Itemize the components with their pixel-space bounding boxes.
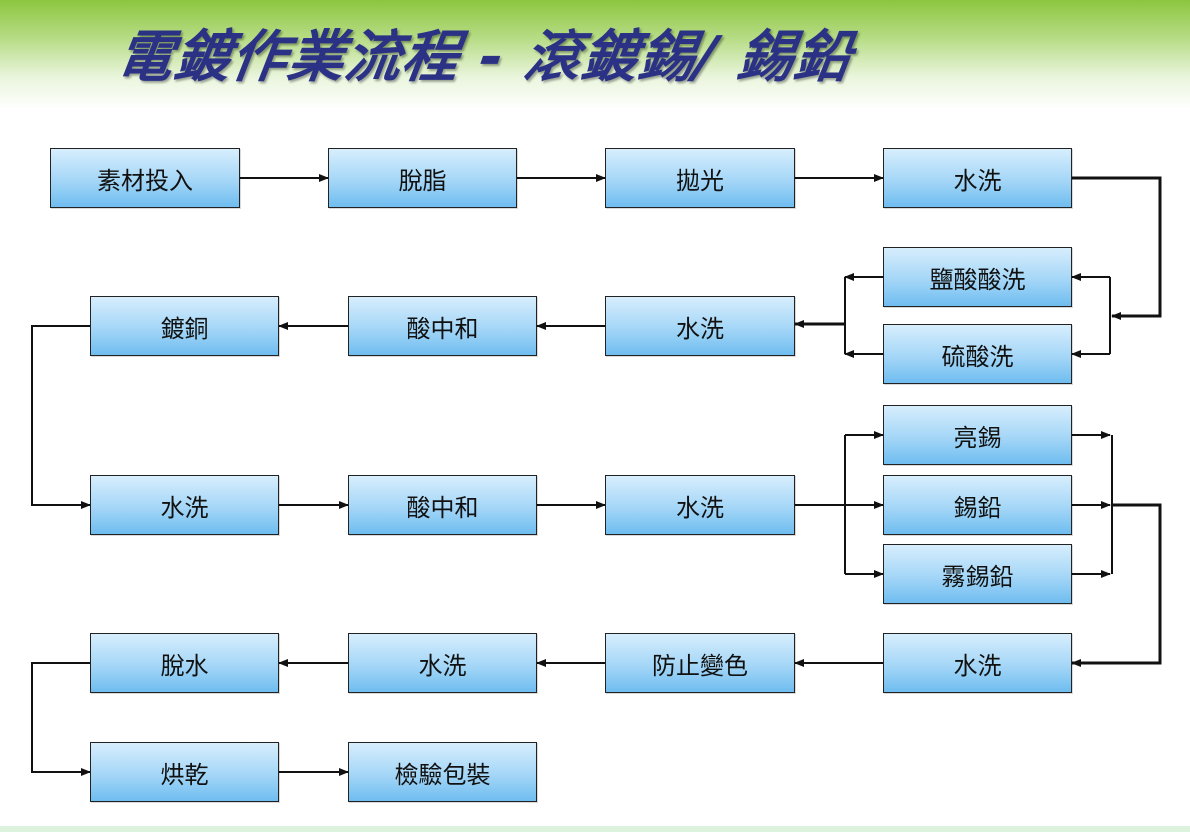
step-box-5: 鹽酸酸洗 bbox=[883, 247, 1072, 307]
step-box-21: 檢驗包裝 bbox=[348, 742, 537, 802]
connector-plating-s16 bbox=[1071, 503, 1162, 667]
step-box-8: 酸中和 bbox=[348, 296, 537, 356]
footer-band bbox=[0, 826, 1190, 832]
step-box-6: 硫酸洗 bbox=[883, 324, 1072, 384]
step-box-13: 亮錫 bbox=[883, 405, 1072, 465]
step-box-10: 水洗 bbox=[90, 475, 279, 535]
step-box-1: 素材投入 bbox=[50, 148, 240, 208]
step-box-12: 水洗 bbox=[605, 475, 795, 535]
step-box-3: 拋光 bbox=[605, 148, 795, 208]
step-box-7: 水洗 bbox=[605, 296, 795, 356]
step-box-18: 水洗 bbox=[348, 633, 537, 693]
step-box-19: 脫水 bbox=[90, 633, 279, 693]
step-box-16: 水洗 bbox=[883, 633, 1072, 693]
connector-s19-s20 bbox=[31, 662, 91, 776]
title-banner bbox=[0, 0, 1190, 110]
step-box-20: 烘乾 bbox=[90, 742, 279, 802]
step-box-4: 水洗 bbox=[883, 148, 1072, 208]
step-box-14: 錫鉛 bbox=[883, 475, 1072, 535]
step-box-17: 防止變色 bbox=[605, 633, 795, 693]
connector-s4-acid bbox=[1072, 176, 1162, 320]
step-box-11: 酸中和 bbox=[348, 475, 537, 535]
step-box-15: 霧錫鉛 bbox=[883, 544, 1072, 604]
connector-s9-s10 bbox=[31, 325, 91, 509]
step-box-2: 脫脂 bbox=[328, 148, 517, 208]
step-box-9: 鍍銅 bbox=[90, 296, 279, 356]
